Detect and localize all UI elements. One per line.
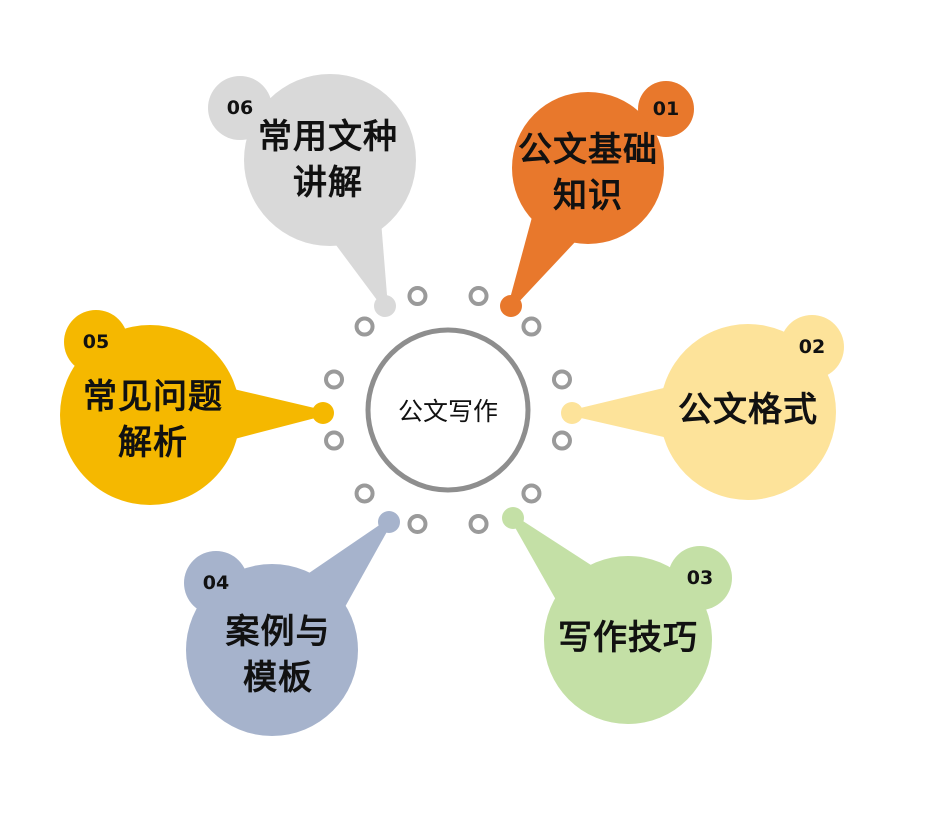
ring-dot bbox=[354, 316, 375, 337]
node-03-label: 写作技巧 bbox=[558, 615, 698, 661]
node-06-label-line-1: 常用文种 bbox=[258, 117, 398, 157]
node-01-label-line-2: 知识 bbox=[553, 176, 623, 216]
node-06-label-line-2: 讲解 bbox=[293, 163, 363, 203]
node-01-connector-dot bbox=[500, 295, 522, 317]
node-04-bubble bbox=[186, 564, 358, 736]
ring-dot bbox=[521, 316, 542, 337]
node-06-connector-dot bbox=[374, 295, 396, 317]
center-title: 公文写作 bbox=[397, 397, 499, 426]
node-04-label-line-2: 模板 bbox=[243, 658, 313, 698]
node-05-label-line-2: 解析 bbox=[118, 423, 188, 463]
node-05-number: 05 bbox=[82, 331, 110, 353]
node-03-bubble bbox=[544, 556, 712, 724]
node-01-bubble bbox=[512, 92, 664, 244]
node-02-connector-dot bbox=[561, 402, 583, 424]
node-04-label: 案例与 模板 bbox=[226, 609, 331, 701]
node-01-number: 01 bbox=[652, 98, 680, 120]
node-04-connector-dot bbox=[378, 511, 400, 533]
node-05-label: 常见问题 解析 bbox=[83, 374, 223, 466]
node-02-stem bbox=[571, 386, 671, 439]
ring-dot bbox=[551, 430, 572, 451]
ring-dot bbox=[551, 369, 572, 390]
ring-dot bbox=[468, 513, 489, 534]
node-03-label-line-1: 写作技巧 bbox=[558, 618, 698, 658]
node-03-connector-dot bbox=[502, 507, 524, 529]
node-01-label: 公文基础 知识 bbox=[518, 127, 658, 219]
ring-dot bbox=[324, 369, 345, 390]
ring-dot bbox=[407, 286, 428, 307]
ring-dot bbox=[324, 430, 345, 451]
node-03-number: 03 bbox=[686, 567, 714, 589]
node-01-label-line-1: 公文基础 bbox=[518, 130, 658, 170]
ring-dot bbox=[521, 483, 542, 504]
node-04-number: 04 bbox=[202, 572, 230, 594]
ring-dot bbox=[354, 483, 375, 504]
node-02-number: 02 bbox=[798, 336, 826, 358]
node-06-label: 常用文种 讲解 bbox=[258, 114, 398, 206]
node-05-stem bbox=[229, 388, 324, 441]
node-04-label-line-1: 案例与 bbox=[225, 612, 331, 652]
node-02-label: 公文格式 bbox=[678, 387, 818, 433]
node-02-label-line-1: 公文格式 bbox=[678, 390, 818, 430]
node-06-number: 06 bbox=[226, 97, 254, 119]
node-01-number-bubble bbox=[638, 81, 694, 137]
ring-dot bbox=[407, 513, 428, 534]
center-ring bbox=[365, 327, 531, 493]
node-02-bubble bbox=[660, 324, 836, 500]
node-06-bubble bbox=[244, 74, 416, 246]
node-05-label-line-1: 常见问题 bbox=[83, 377, 223, 417]
node-05-connector-dot bbox=[312, 402, 334, 424]
ring-dot bbox=[468, 286, 489, 307]
node-05-bubble bbox=[60, 325, 240, 505]
